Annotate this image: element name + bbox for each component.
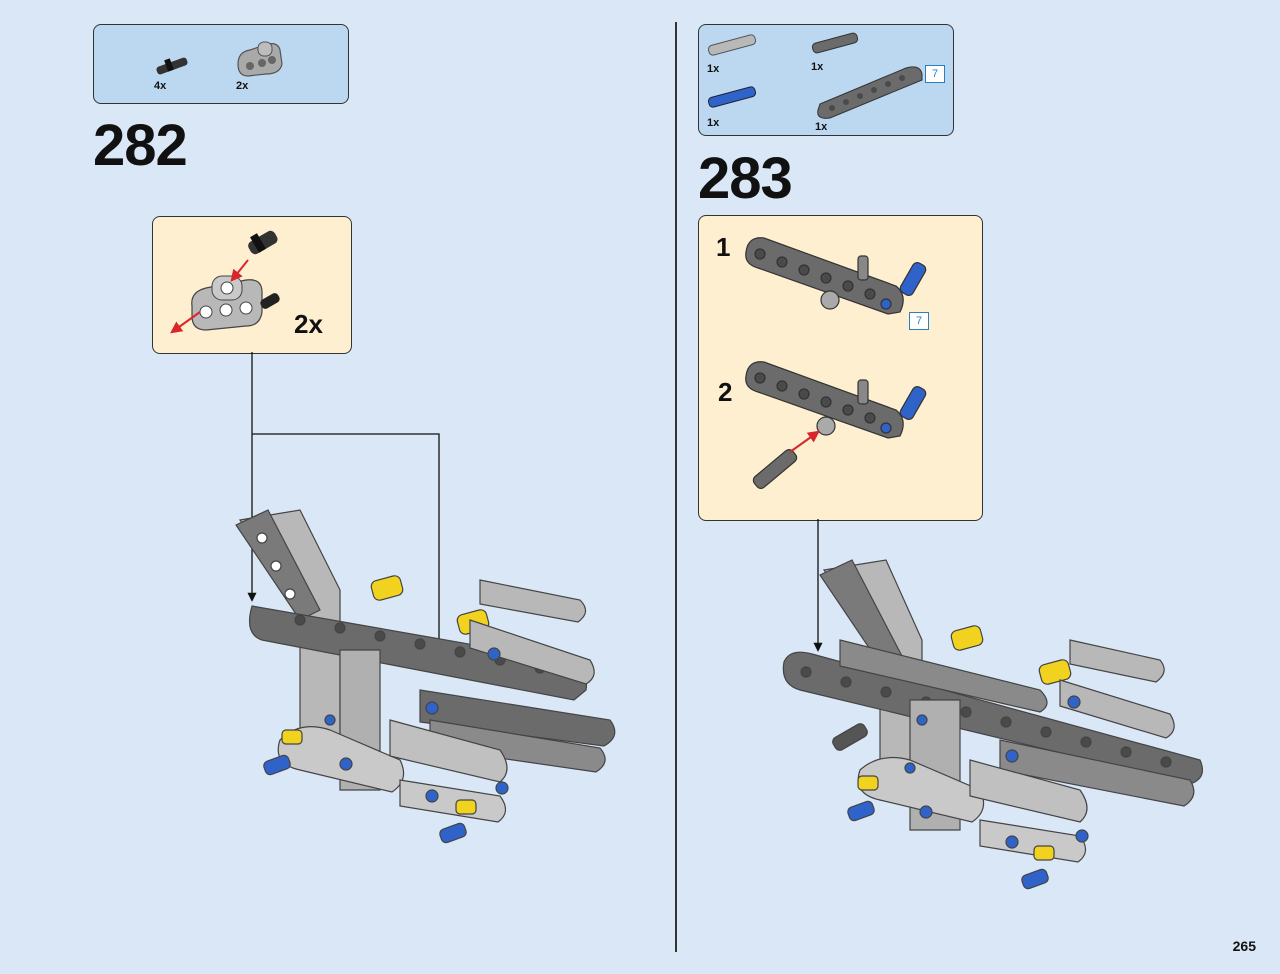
main-model-283 xyxy=(782,559,1203,890)
step-number-283: 283 xyxy=(698,146,793,211)
guide-arrows-282 xyxy=(247,352,444,670)
dark-axle-pin-icon xyxy=(811,32,859,54)
beam-7-icon xyxy=(817,66,923,119)
gray-axle-pin-icon xyxy=(707,34,757,56)
gray-connector-icon xyxy=(237,41,283,77)
length-badge: 7 xyxy=(909,312,929,330)
part-qty: 1x xyxy=(707,63,720,75)
sub-step-1: 1 xyxy=(716,232,731,262)
step-number-282: 282 xyxy=(93,113,188,178)
callout-parts-283 xyxy=(745,237,927,489)
part-qty: 4x xyxy=(154,80,167,92)
length-badge: 7 xyxy=(925,65,945,83)
part-qty: 2x xyxy=(236,80,249,92)
part-qty: 1x xyxy=(815,121,828,133)
sub-step-2: 2 xyxy=(718,377,733,407)
black-pin-icon xyxy=(156,57,188,75)
parts-list-282: 4x 2x xyxy=(93,24,349,104)
page-divider xyxy=(675,22,677,952)
callout-part-282 xyxy=(170,230,280,334)
page-number: 265 xyxy=(1232,938,1256,954)
callout-multiplier: 2x xyxy=(294,309,323,339)
blue-pin-icon xyxy=(707,86,757,108)
main-model-282 xyxy=(235,509,616,844)
part-qty: 1x xyxy=(811,61,824,73)
part-qty: 1x xyxy=(707,117,720,129)
